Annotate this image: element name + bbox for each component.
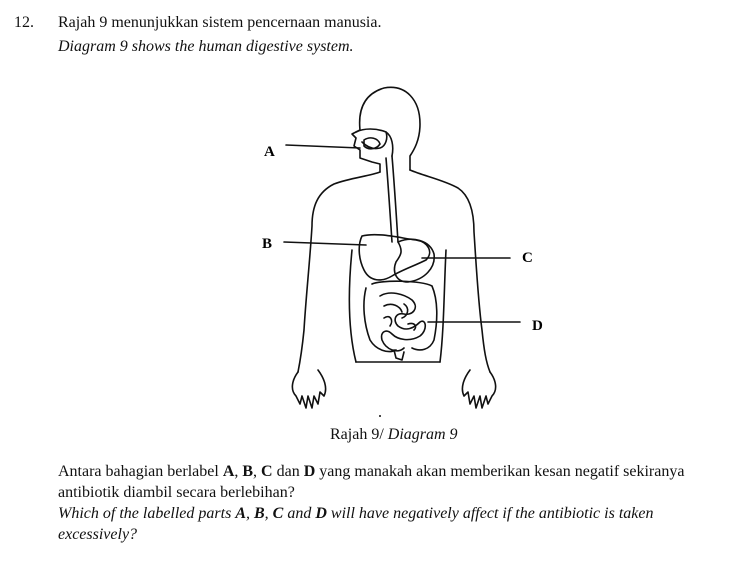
left-hand [291,369,327,409]
stomach [393,238,435,283]
label-c: C [522,250,533,266]
esophagus [391,155,399,243]
pointer-line-b [283,241,367,246]
prompt-english-line1: Which of the labelled parts A, B, C and … [58,505,654,522]
label-d: D [532,318,543,334]
question-intro-malay: Rajah 9 menunjukkan sistem pencernaan ma… [58,14,382,31]
pointer-line-a [285,144,361,149]
head-outline [358,86,421,171]
question-intro-english: Diagram 9 shows the human digestive syst… [58,38,354,55]
caption-english: Diagram 9 [387,426,458,443]
prompt-malay-line1: Antara bahagian berlabel A, B, C dan D y… [58,463,685,480]
small-intestine [379,292,427,352]
right-hand [461,369,497,409]
label-b: B [262,236,272,252]
question-number: 12. [14,14,34,31]
caption-malay: Rajah 9/ [330,426,388,443]
diagram-caption: Rajah 9/ Diagram 9 [330,426,458,444]
large-intestine [371,280,438,351]
prompt-english-line2: excessively? [58,526,138,543]
face-profile [351,129,381,173]
prompt-malay-line2: antibiotik diambil secara berlebihan? [58,484,295,501]
label-a: A [264,144,275,160]
